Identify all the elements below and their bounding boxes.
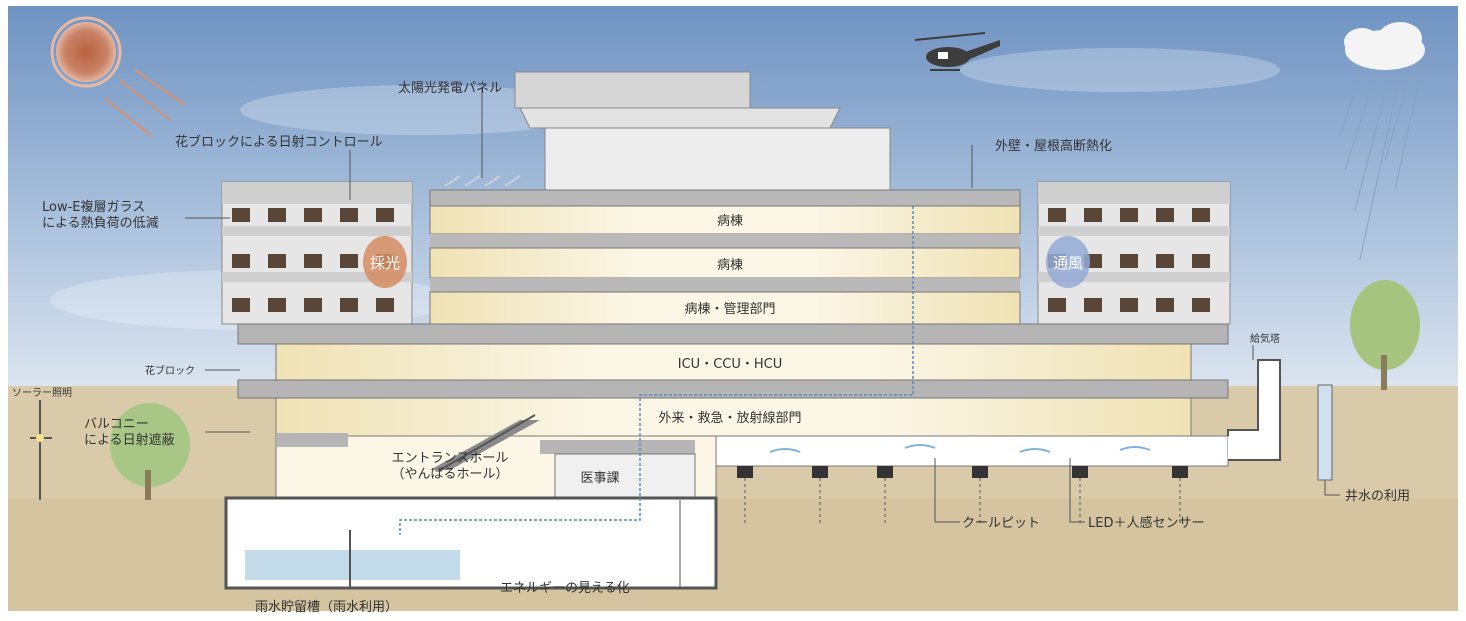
window [304,208,322,222]
callout-rainwater-tank: 雨水貯留槽（雨水利用） [255,600,398,615]
callout-energy-visual: エネルギーの見える化 [500,581,630,596]
rain-cloud-icon [1339,22,1425,261]
left-wing-roof [222,182,412,204]
window [1192,298,1210,312]
callout-cool-pit: クールピット [962,516,1040,531]
foundation-pier [972,466,988,478]
callout-led-sensor: LED＋人感センサー [1088,515,1204,531]
floor-label-ward-1: 病棟 [717,214,743,229]
window [376,208,394,222]
solar-light-icon [30,400,52,500]
callout-low-e-2: による熱負荷の低減 [42,215,159,231]
roof-penthouse [514,71,751,109]
foundation-pier [1172,466,1188,478]
window [232,254,250,268]
window [1120,254,1138,268]
svg-text:採光: 採光 [370,254,400,272]
entrance-hall-label: エントランスホール [392,451,509,466]
ward-floor-3 [429,291,1021,325]
window [340,208,358,222]
room-label-medical-affairs: 医事課 [580,470,619,486]
callout-solar-panel: 太陽光発電パネル [398,81,502,96]
callout-solar-light: ソーラー照明 [12,387,72,399]
tree-icon [110,403,190,500]
floor-label-ward-2: 病棟 [717,258,743,273]
window [268,254,286,268]
window [1048,298,1066,312]
window [1156,254,1174,268]
sun-icon [50,16,186,136]
left-wing-windows [232,208,394,312]
outpatient-slab [237,379,1229,399]
window [1156,298,1174,312]
ward-floor-2 [429,247,1021,279]
window [376,298,394,312]
window [1192,254,1210,268]
window [1084,208,1102,222]
window [340,254,358,268]
foundation-pier [812,466,828,478]
ward-slab [430,234,1020,248]
callout-flower-block-control: 花ブロックによる日射コントロール [175,134,383,150]
medical-affairs-room [554,453,696,499]
icu-slab [237,323,1229,345]
well [1317,384,1333,481]
svg-text:通風: 通風 [1053,254,1083,272]
window [1120,298,1138,312]
ward-roof-slab [429,189,1021,207]
window [1048,208,1066,222]
callout-low-e-1: Low-E複層ガラス [42,199,145,215]
callout-balcony-1: バルコニー [84,417,149,432]
window [1192,208,1210,222]
floor-label-outpatient: 外来・救急・放射線部門 [658,410,801,426]
callout-balcony-2: による日射遮蔽 [84,432,175,448]
helicopter-icon [914,32,1000,71]
callout-exterior-insulation: 外壁・屋根高断熱化 [995,138,1112,154]
window [232,298,250,312]
cool-air-flow [769,444,1151,453]
outpatient-floor [275,397,1192,437]
callout-exhaust-tower: 給気塔 [1250,332,1280,345]
tree-icon [1350,280,1420,390]
window [1084,298,1102,312]
callout-flower-block: 花ブロック [145,364,195,377]
callout-leaders [185,88,1340,589]
right-wing-windows [1048,208,1210,312]
foundation-pier [877,466,893,478]
floor-label-icu: ICU・CCU・HCU [678,357,782,372]
window [268,208,286,222]
callout-well-water: 井水の利用 [1345,489,1410,504]
ward-slab [430,278,1020,292]
solar-panels [444,175,521,187]
window [304,254,322,268]
window [340,298,358,312]
ventilation-badge: 通風 [1046,236,1090,288]
window [1156,208,1174,222]
foundation-pier [1072,466,1088,478]
cloud [960,48,1280,92]
window [268,298,286,312]
floor-label-ward-admin: 病棟・管理部門 [684,302,775,317]
window [304,298,322,312]
right-wing-roof [1038,182,1230,204]
cloud [240,85,600,135]
entrance-hall-sublabel: （やんばるホール） [391,467,508,482]
rainwater-tank-water [245,550,460,580]
window [232,208,250,222]
energy-monitor-line [399,206,914,535]
roof-machine-room [544,127,891,191]
exhaust-tower [1227,359,1281,461]
foundation-pier [737,466,753,478]
roof-canopy [519,107,841,129]
daylight-badge: 採光 [363,236,407,288]
cool-pit [715,435,1229,467]
window [1120,208,1138,222]
